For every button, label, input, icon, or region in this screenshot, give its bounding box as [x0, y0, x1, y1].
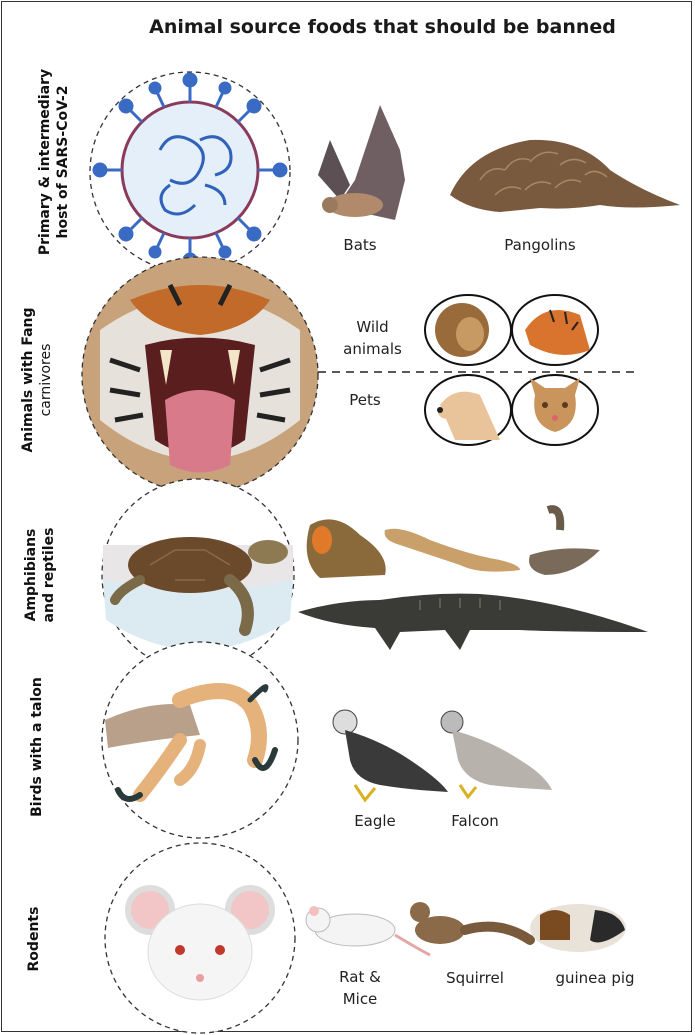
rat-illustration: [305, 906, 431, 957]
eagle-illustration: [332, 709, 448, 803]
label-squirrel: Squirrel: [446, 969, 504, 987]
tiger-circle: [81, 256, 319, 494]
crocodile-illustration: [298, 593, 648, 650]
virus-circle: [89, 71, 291, 273]
mouse-circle: [104, 842, 296, 1034]
label-falcon: Falcon: [451, 812, 499, 830]
bat-illustration: [318, 105, 405, 220]
turtle-circle: [101, 478, 295, 672]
lion-icon: [424, 294, 512, 366]
frog-illustration: [306, 519, 386, 578]
tiger-head-icon: [511, 294, 599, 366]
pangolin-illustration: [450, 139, 680, 212]
label-eagle: Eagle: [354, 812, 396, 830]
cat-icon: [511, 374, 599, 446]
label-rat-mice: Rat & Mice: [339, 968, 381, 1008]
label-pangolins: Pangolins: [504, 236, 576, 254]
talon-circle: [101, 641, 299, 839]
label-bats: Bats: [343, 236, 377, 254]
label-pets: Pets: [349, 391, 381, 409]
squirrel-illustration: [410, 902, 535, 945]
label-guinea-pig: guinea pig: [555, 969, 635, 987]
salamander-illustration: [384, 528, 520, 572]
guinea-pig-illustration: [530, 904, 626, 952]
falcon-illustration: [440, 710, 552, 800]
label-wild-animals: Wild animals: [343, 318, 402, 358]
cobra-illustration: [529, 505, 600, 575]
dog-icon: [424, 374, 512, 446]
figure-title: Animal source foods that should be banne…: [149, 16, 616, 38]
